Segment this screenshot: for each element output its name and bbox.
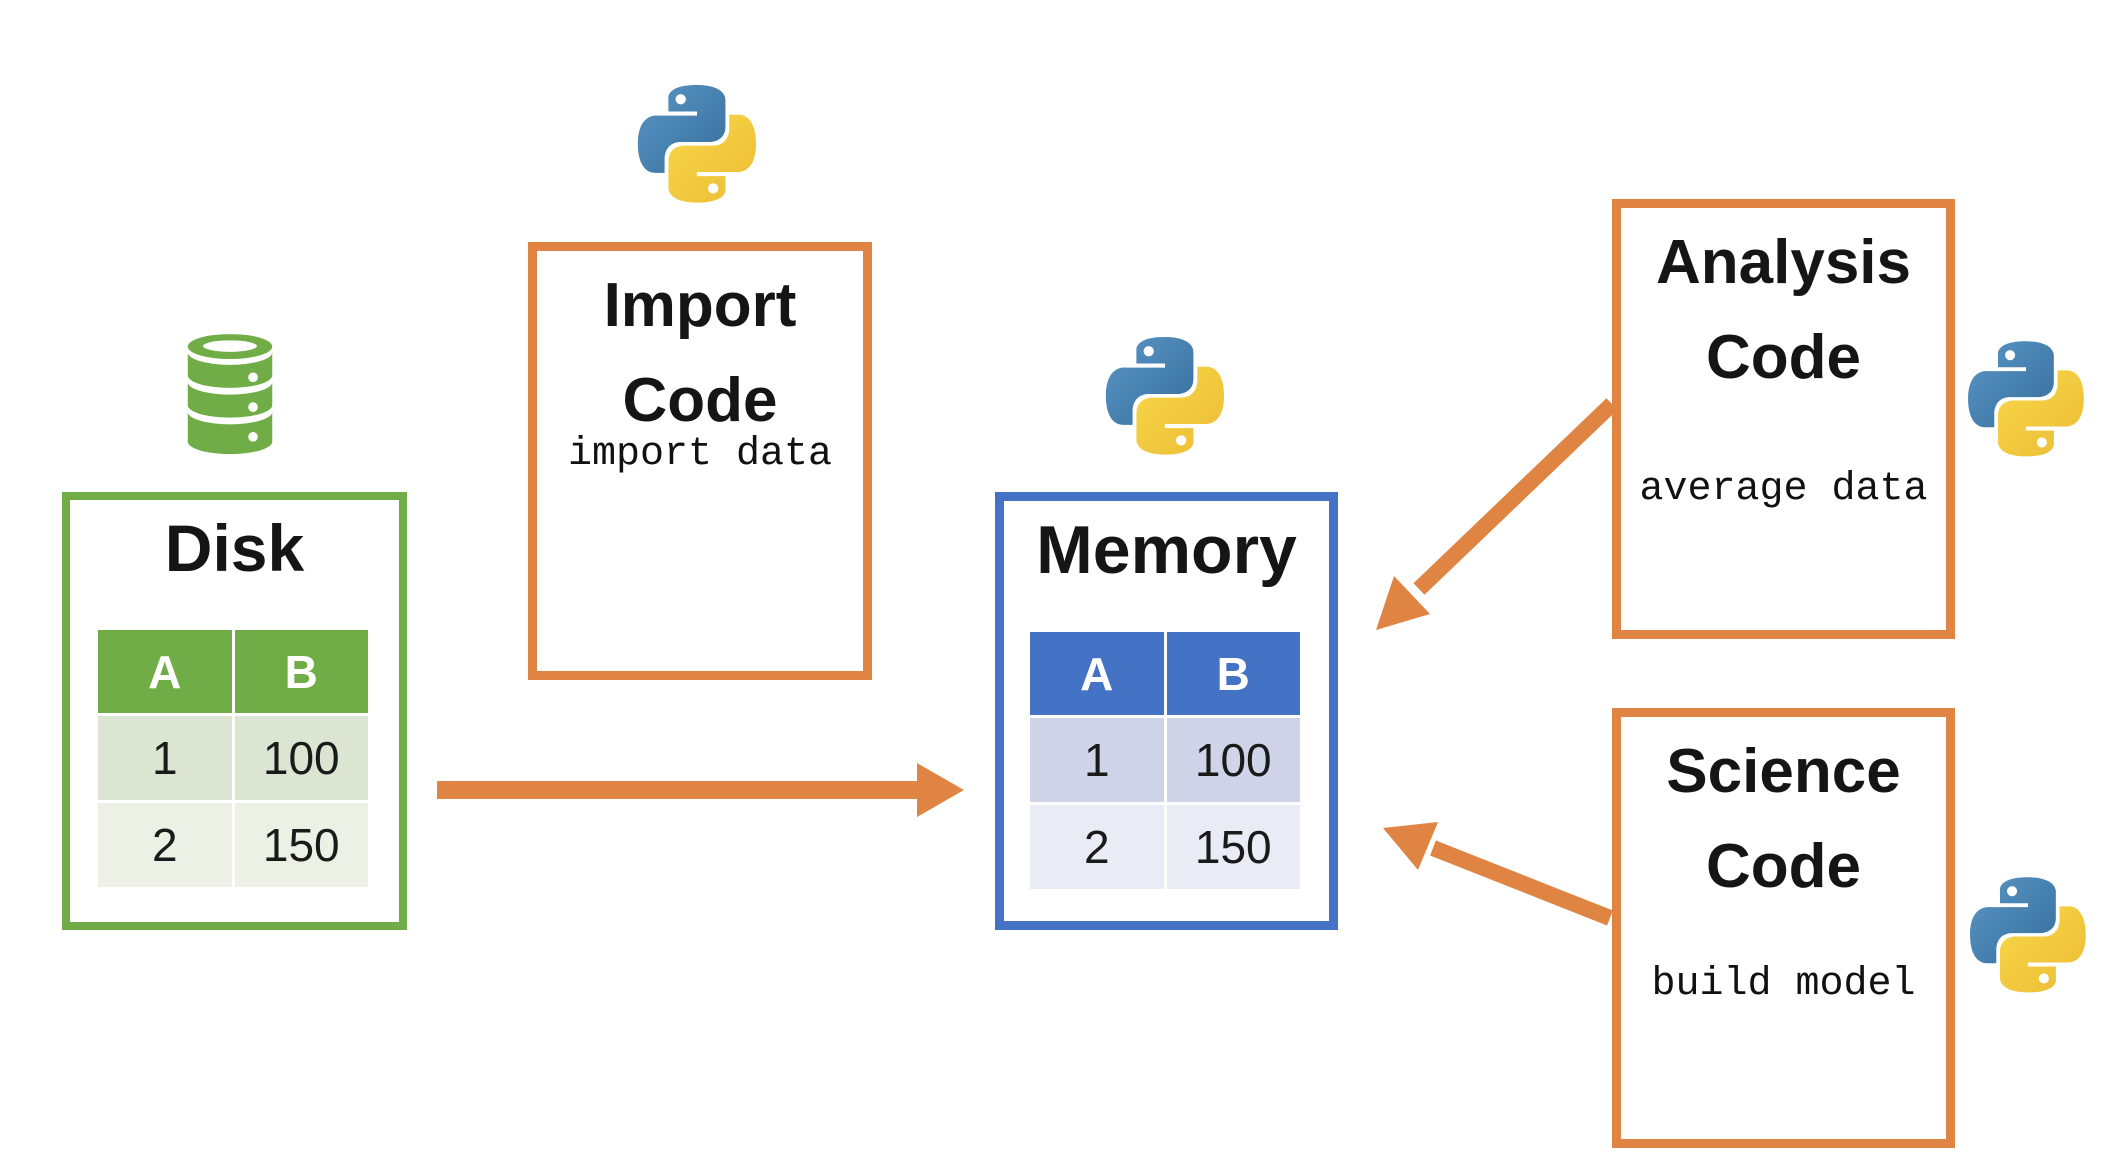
import-code-title-line2: Code <box>622 366 778 435</box>
disk-table: A B 1 100 2 150 <box>98 630 368 887</box>
arrow-science-to-memory <box>1383 822 1613 926</box>
arrow-disk-to-memory <box>437 763 964 817</box>
analysis-code-box <box>1612 199 1955 639</box>
disk-col-header-b: B <box>234 630 368 713</box>
python-icon-science <box>1970 874 2086 996</box>
analysis-code-title-line2: Code <box>1706 323 1861 392</box>
disk-cell-r2b: 150 <box>234 803 368 887</box>
python-icon-analysis <box>1968 338 2084 460</box>
memory-cell-r1b: 100 <box>1166 718 1300 802</box>
science-code-box <box>1612 708 1955 1148</box>
import-code-box <box>528 242 872 680</box>
arrow-analysis-to-memory <box>1376 398 1618 630</box>
database-icon <box>182 330 278 463</box>
memory-col-header-a: A <box>1030 632 1164 715</box>
disk-cell-r1b: 100 <box>234 716 368 800</box>
disk-cell-r1a: 1 <box>98 716 232 800</box>
import-code-snippet: import data <box>567 432 833 477</box>
science-code-title-line2: Code <box>1706 832 1861 901</box>
memory-cell-r1a: 1 <box>1030 718 1164 802</box>
analysis-code-title-line1: Analysis <box>1655 228 1912 297</box>
import-code-title: Import Code <box>528 258 872 448</box>
import-code-title-line1: Import <box>603 271 797 340</box>
python-icon-import <box>637 85 757 203</box>
science-code-snippet: build model <box>1651 962 1916 1007</box>
memory-col-header-b: B <box>1166 632 1300 715</box>
memory-cell-r2b: 150 <box>1166 805 1300 889</box>
memory-cell-r2a: 2 <box>1030 805 1164 889</box>
science-code-title-line1: Science <box>1666 737 1901 806</box>
memory-title: Memory <box>1036 512 1297 588</box>
python-icon-memory <box>1105 337 1225 455</box>
analysis-code-snippet: average data <box>1639 467 1928 512</box>
disk-title: Disk <box>164 511 305 585</box>
science-code-title: Science Code <box>1612 724 1955 914</box>
analysis-code-title: Analysis Code <box>1612 215 1955 405</box>
disk-col-header-a: A <box>98 630 232 713</box>
memory-table: A B 1 100 2 150 <box>1030 632 1300 889</box>
disk-cell-r2a: 2 <box>98 803 232 887</box>
